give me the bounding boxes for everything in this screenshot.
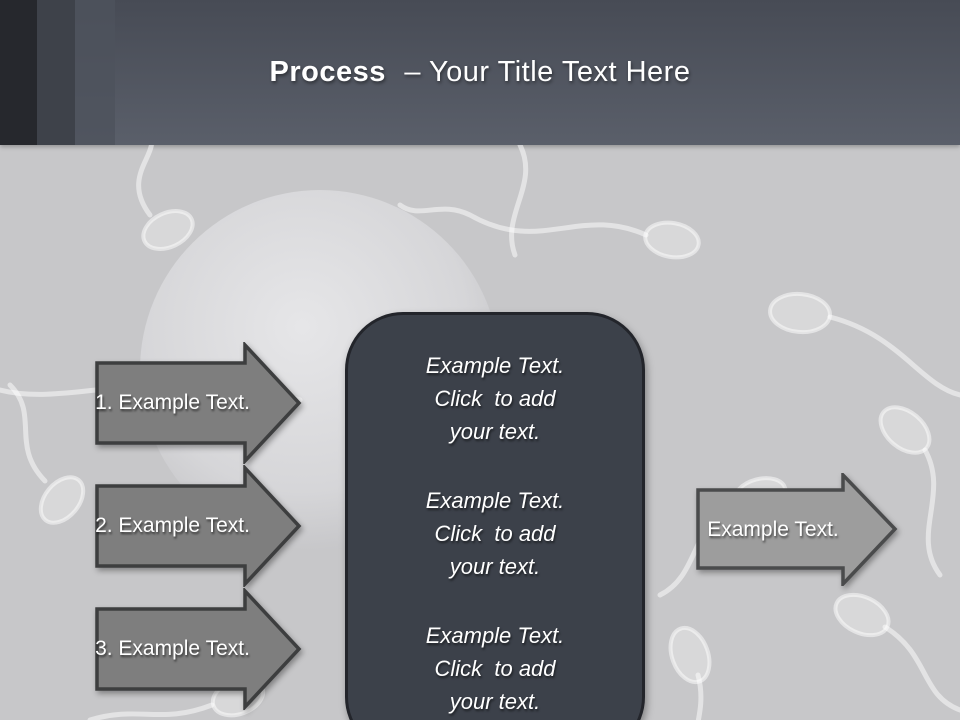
panel-text-block-2: Example Text. Click to add your text. bbox=[426, 484, 565, 583]
panel-line: Click to add bbox=[434, 386, 556, 411]
panel-line: your text. bbox=[449, 419, 541, 444]
arrow-right-shape bbox=[696, 473, 898, 586]
panel-line: Example Text. bbox=[425, 353, 565, 378]
sperm-cell-icon bbox=[768, 291, 960, 398]
title-bold-text: Process bbox=[269, 56, 386, 88]
panel-line: your text. bbox=[449, 689, 541, 714]
sperm-cell-icon bbox=[397, 202, 701, 260]
title-bar: Process – Your Title Text Here bbox=[0, 0, 960, 145]
sperm-cell-icon bbox=[7, 382, 86, 525]
process-arrow-2-label: 2. Example Text. bbox=[95, 514, 250, 537]
header-stripe-dark bbox=[0, 0, 37, 145]
output-arrow[interactable]: Example Text. bbox=[696, 473, 898, 586]
header-stripe-light bbox=[75, 0, 115, 145]
sperm-cell-icon bbox=[878, 405, 943, 578]
slide-title[interactable]: Process – Your Title Text Here bbox=[270, 56, 691, 89]
arrow-right-shape bbox=[95, 342, 302, 464]
process-arrow-2[interactable]: 2. Example Text. bbox=[95, 465, 302, 587]
sperm-cell-icon bbox=[668, 625, 712, 720]
arrow-right-shape bbox=[95, 588, 302, 710]
panel-text-block-3: Example Text. Click to add your text. bbox=[426, 619, 565, 718]
panel-text-block-1: Example Text. Click to add your text. bbox=[426, 349, 565, 448]
center-text-panel[interactable]: Example Text. Click to add your text. Ex… bbox=[345, 312, 645, 720]
header-stripe-mid bbox=[37, 0, 75, 145]
output-arrow-label: Example Text. bbox=[707, 517, 839, 541]
process-arrow-1[interactable]: 1. Example Text. bbox=[95, 342, 302, 464]
panel-line: Click to add bbox=[434, 521, 556, 546]
sperm-cell-icon bbox=[833, 592, 960, 713]
arrow-right-shape bbox=[95, 465, 302, 587]
panel-line: your text. bbox=[449, 554, 541, 579]
panel-line: Click to add bbox=[434, 656, 556, 681]
sperm-cell-icon bbox=[136, 145, 195, 251]
title-rest-text: – Your Title Text Here bbox=[404, 56, 691, 88]
sperm-cell-icon bbox=[509, 145, 529, 258]
panel-line: Example Text. bbox=[425, 488, 565, 513]
process-arrow-3[interactable]: 3. Example Text. bbox=[95, 588, 302, 710]
slide-body: 1. Example Text. 2. Example Text. 3. Exa… bbox=[0, 145, 960, 720]
panel-line: Example Text. bbox=[425, 623, 565, 648]
process-arrow-3-label: 3. Example Text. bbox=[95, 637, 250, 660]
process-arrow-1-label: 1. Example Text. bbox=[95, 391, 250, 414]
